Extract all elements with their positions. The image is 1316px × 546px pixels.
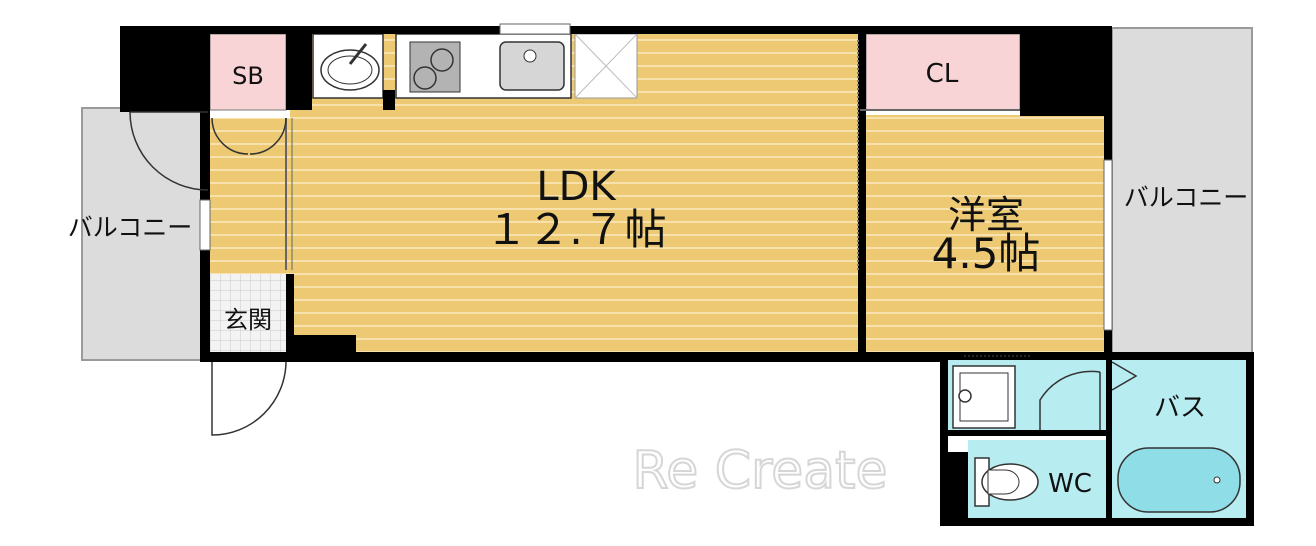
windows (199, 23, 1113, 331)
ldk-size: １２.７帖 (485, 205, 666, 254)
entrance-floor (210, 274, 286, 352)
kitchen-counter (312, 33, 638, 99)
western-room-name: 洋室 (948, 193, 1024, 237)
toilet-label: WC (1048, 469, 1092, 499)
bathtub (1117, 447, 1241, 513)
balcony-left (81, 107, 205, 361)
toilet-bowl (974, 457, 1039, 507)
ldk-floor (290, 34, 858, 352)
western-room-size: 4.5帖 (932, 229, 1041, 278)
washing-machine-pan (952, 365, 1016, 429)
balcony-right (1111, 27, 1253, 354)
ldk-name: LDK (536, 164, 617, 210)
bath-label: バス (1154, 393, 1206, 423)
entrance-label: 玄関 (224, 306, 272, 334)
doors (129, 111, 1138, 436)
balcony-left-label: バルコニー (68, 213, 193, 242)
closet-label: CL (926, 59, 959, 89)
western-room-floor (866, 115, 1104, 352)
shoe-box-label: SB (232, 62, 264, 90)
watermark-text: Re Create (632, 441, 887, 501)
balcony-right-label: バルコニー (1124, 183, 1249, 212)
